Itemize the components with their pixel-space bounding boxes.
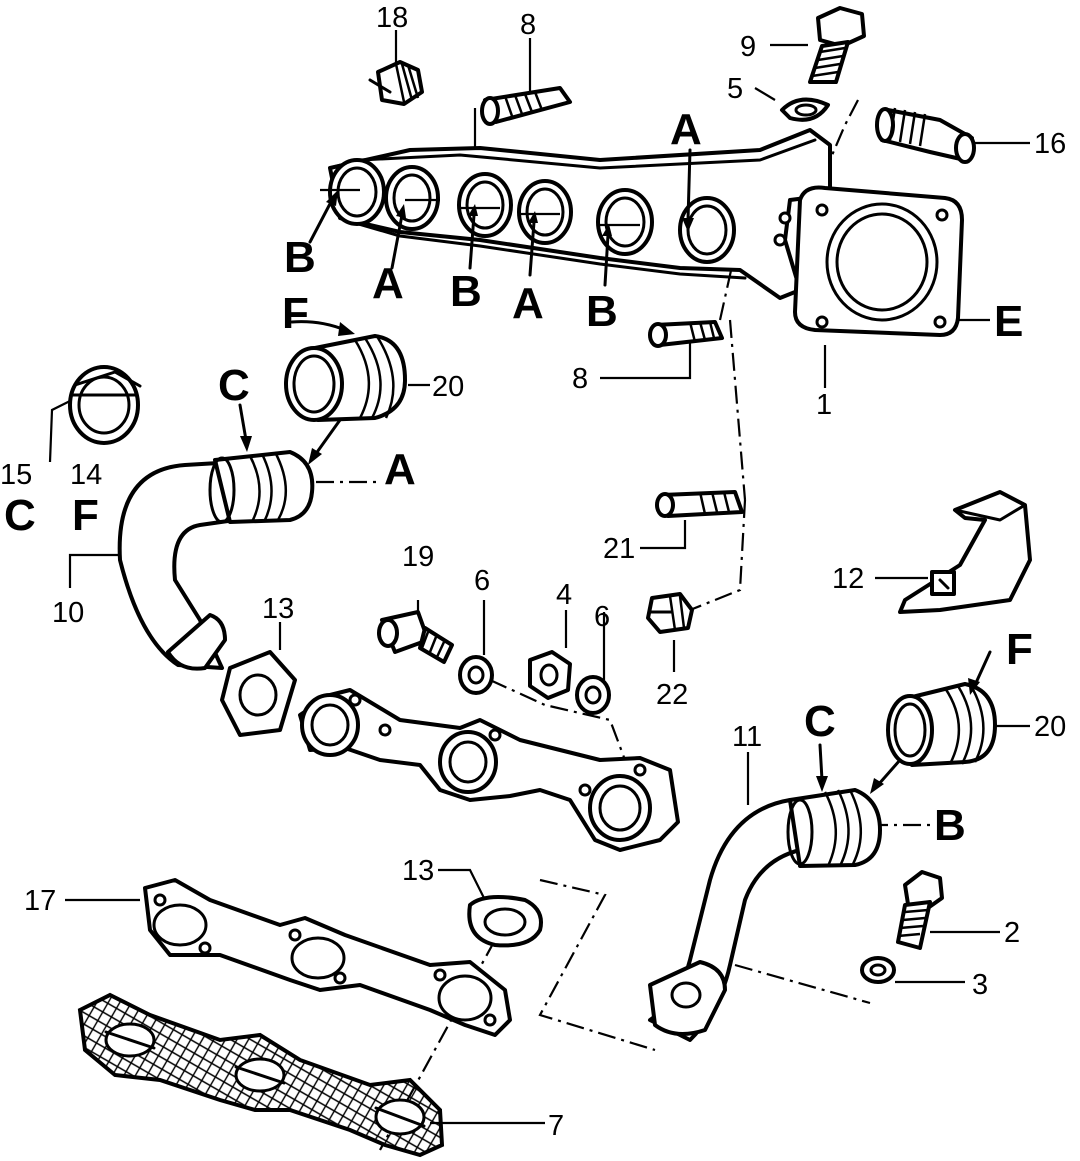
letter-b-1: B	[284, 233, 316, 282]
callout-11: 11	[732, 721, 762, 753]
callout-22: 22	[656, 679, 688, 711]
letter-a-2: A	[512, 279, 544, 328]
washer-5	[780, 97, 830, 122]
pipe-11	[648, 743, 902, 1042]
letter-e: E	[994, 297, 1023, 346]
callout-10: 10	[52, 597, 84, 629]
callout-19: 19	[402, 541, 434, 573]
bolt-9	[808, 6, 866, 84]
nut-4	[528, 650, 572, 700]
stud-8-upper	[480, 86, 572, 126]
stud-21	[655, 490, 744, 518]
letter-c-upper: C	[218, 361, 250, 410]
callout-3: 3	[972, 969, 988, 1001]
callout-16: 16	[1034, 128, 1066, 160]
callout-8-lower: 8	[572, 363, 588, 395]
callout-17: 17	[24, 885, 56, 917]
callout-14: 14	[70, 459, 102, 491]
callout-5: 5	[727, 73, 743, 105]
letter-a-top: A	[670, 105, 702, 154]
exhaust-flange-bar	[298, 688, 680, 852]
bracket-12	[898, 490, 1032, 614]
gasket-13-upper	[220, 650, 297, 737]
part-number-callouts: 18 8 9 5 16 8 1 20 15 14 10 21 12 19 6 4…	[0, 2, 1066, 1142]
letter-f-clamp: F	[72, 491, 99, 540]
connection-letter-callouts: A B A B A B E F C A C F F C B	[4, 105, 1033, 850]
exhaust-manifold-1	[308, 128, 964, 337]
callout-6-left: 6	[474, 565, 490, 597]
sleeve-20-lower	[886, 650, 997, 767]
stud-16	[875, 107, 976, 164]
callout-13-upper: 13	[262, 593, 294, 625]
pipe-10	[117, 403, 342, 671]
callout-20-upper: 20	[432, 371, 464, 403]
letter-c-clamp: C	[4, 491, 36, 540]
sleeve-20-upper	[284, 320, 407, 422]
callout-6-right: 6	[594, 601, 610, 633]
letter-b-3: B	[586, 287, 618, 336]
letter-a-pipe: A	[384, 445, 416, 494]
letter-f-lower: F	[1006, 625, 1033, 674]
callout-9: 9	[740, 31, 756, 63]
callout-7: 7	[548, 1110, 564, 1142]
callout-1: 1	[816, 389, 832, 421]
letter-f-upper: F	[282, 289, 309, 338]
plug-18	[368, 60, 424, 106]
gasket-plate-17	[143, 878, 512, 1037]
letter-a-1: A	[372, 259, 404, 308]
callout-13-lower: 13	[402, 855, 434, 887]
callout-2: 2	[1004, 917, 1020, 949]
letter-b-2: B	[450, 267, 482, 316]
plug-22	[646, 592, 694, 634]
callout-8-upper: 8	[520, 9, 536, 41]
callout-15: 15	[0, 459, 32, 491]
bolt-2	[896, 870, 944, 950]
gasket-7	[77, 992, 445, 1158]
leader-lines	[48, 30, 1030, 1125]
washer-6-left	[458, 655, 494, 695]
clamp-15-14	[68, 365, 142, 445]
callout-12: 12	[832, 563, 864, 595]
stud-8-lower	[648, 320, 724, 348]
callout-4: 4	[556, 579, 572, 611]
callout-20-lower: 20	[1034, 711, 1066, 743]
bolt-19	[377, 610, 454, 664]
letter-b-pipe: B	[934, 801, 966, 850]
callout-21: 21	[603, 533, 635, 565]
washer-3	[860, 956, 896, 984]
washer-6-right	[575, 675, 611, 715]
callout-18: 18	[376, 2, 408, 34]
gasket-13-lower	[467, 894, 543, 948]
letter-c-lower: C	[804, 697, 836, 746]
